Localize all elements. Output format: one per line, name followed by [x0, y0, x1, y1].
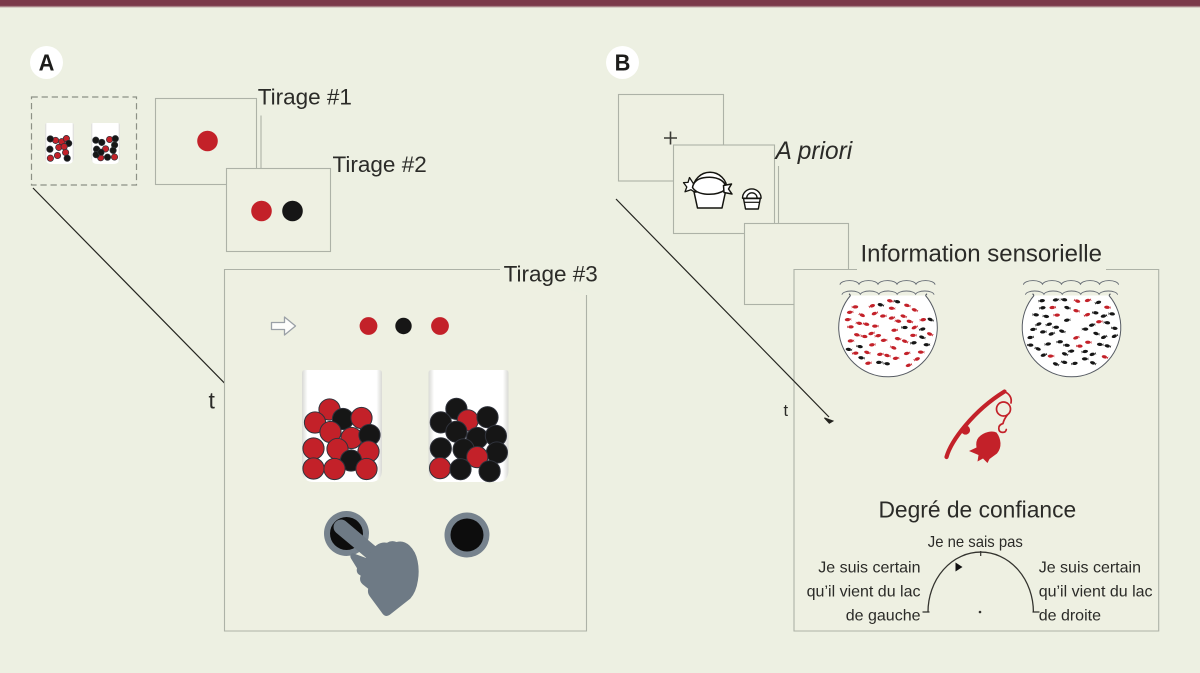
svg-text:Je ne sais pas: Je ne sais pas — [928, 534, 1023, 552]
svg-text:de gauche: de gauche — [846, 608, 921, 625]
svg-text:t: t — [209, 387, 216, 413]
svg-text:Degré de confiance: Degré de confiance — [878, 497, 1076, 523]
svg-text:de droite: de droite — [1039, 608, 1101, 625]
svg-text:qu’il vient du lac: qu’il vient du lac — [1039, 584, 1153, 601]
svg-text:A: A — [39, 50, 55, 76]
svg-text:Je suis certain: Je suis certain — [1039, 560, 1141, 577]
svg-text:t: t — [784, 402, 789, 420]
svg-text:Je suis certain: Je suis certain — [818, 560, 920, 577]
svg-text:B: B — [615, 50, 631, 76]
svg-text:A priori: A priori — [774, 138, 854, 165]
svg-text:Tirage #3: Tirage #3 — [504, 262, 598, 287]
svg-text:qu’il vient du lac: qu’il vient du lac — [807, 584, 921, 601]
svg-text:Information sensorielle: Information sensorielle — [861, 240, 1102, 267]
svg-text:Tirage #2: Tirage #2 — [333, 152, 427, 177]
svg-text:Tirage #1: Tirage #1 — [258, 85, 352, 110]
